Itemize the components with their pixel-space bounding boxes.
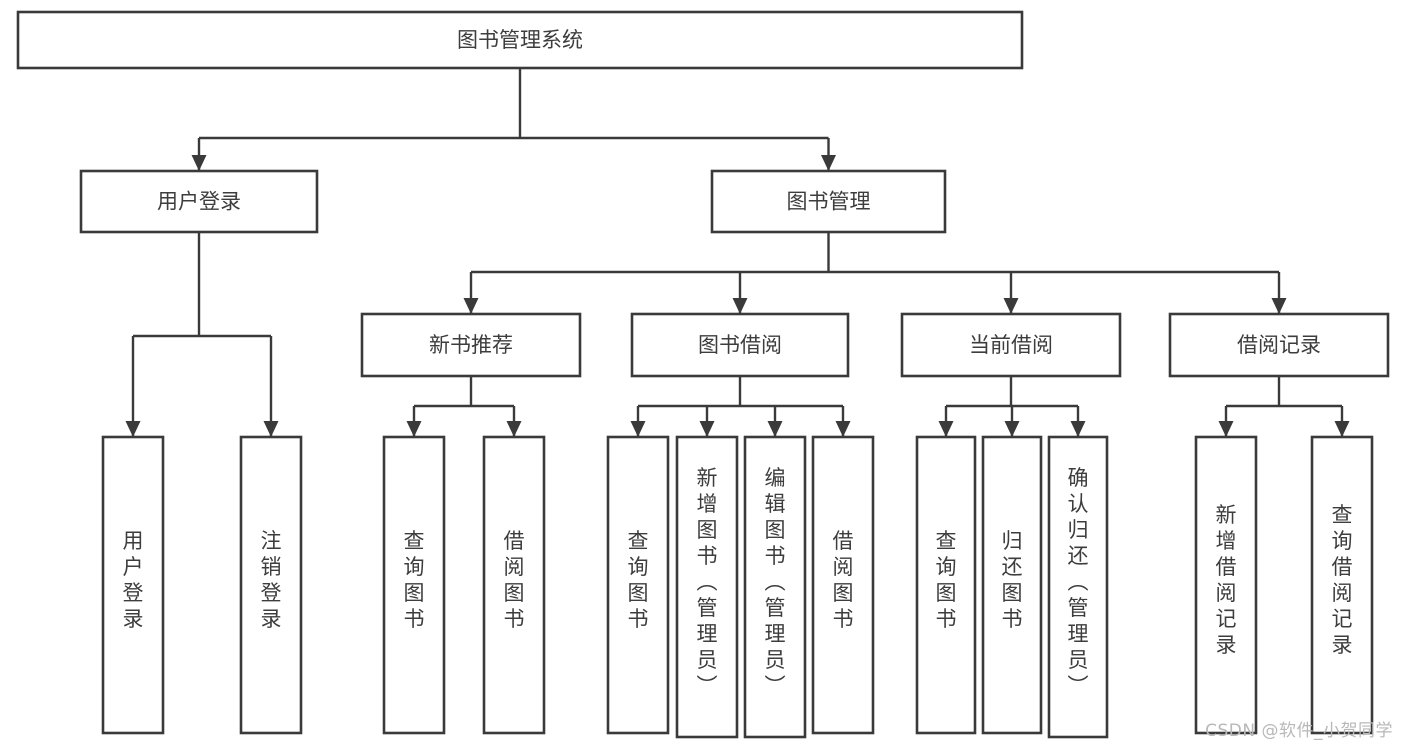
arrow-head-icon bbox=[1003, 298, 1019, 314]
node-box-leaf-query-borrow-record bbox=[1310, 435, 1374, 735]
connector-user-login bbox=[125, 232, 279, 437]
node-leaf-borrow-book-recommend[interactable]: 借阅图书 bbox=[482, 435, 546, 735]
node-label-leaf-user-login: 用户登录 bbox=[123, 529, 144, 631]
connector-root bbox=[191, 68, 836, 171]
node-box-leaf-query-book-borrow bbox=[606, 435, 670, 735]
node-label-leaf-query-book-current: 查询图书 bbox=[936, 529, 957, 631]
node-label-leaf-borrow-book-recommend: 借阅图书 bbox=[504, 529, 525, 631]
node-label-leaf-add-book-admin: 新增图书︵管理员︶ bbox=[697, 466, 718, 698]
node-label-leaf-borrow-book: 借阅图书 bbox=[833, 529, 854, 631]
arrow-head-icon bbox=[1004, 421, 1020, 437]
connector-book-borrow bbox=[630, 376, 851, 437]
node-box-user-login bbox=[79, 169, 319, 234]
node-root[interactable]: 图书管理系统 bbox=[16, 10, 1024, 70]
node-current-borrow[interactable]: 当前借阅 bbox=[900, 312, 1122, 378]
node-book-manage[interactable]: 图书管理 bbox=[710, 169, 947, 234]
node-leaf-query-borrow-record[interactable]: 查询借阅记录 bbox=[1310, 435, 1374, 735]
node-user-login[interactable]: 用户登录 bbox=[79, 169, 319, 234]
arrow-head-icon bbox=[506, 421, 522, 437]
connector-current-borrow bbox=[938, 376, 1086, 437]
arrow-head-icon bbox=[835, 421, 851, 437]
arrow-head-icon bbox=[630, 421, 646, 437]
node-leaf-add-book-admin[interactable]: 新增图书︵管理员︶ bbox=[675, 435, 739, 739]
node-box-root bbox=[16, 10, 1024, 70]
arrow-head-icon bbox=[406, 421, 422, 437]
node-leaf-add-borrow-record[interactable]: 新增借阅记录 bbox=[1194, 435, 1258, 735]
node-book-borrow[interactable]: 图书借阅 bbox=[630, 312, 850, 378]
connector-book-manage bbox=[463, 232, 1287, 314]
arrow-head-icon bbox=[263, 421, 279, 437]
node-box-leaf-logout bbox=[239, 435, 303, 735]
node-label-leaf-confirm-return-admin: 确认归还︵管理员︶ bbox=[1068, 466, 1089, 698]
node-label-current-borrow: 当前借阅 bbox=[969, 333, 1053, 357]
node-box-book-borrow bbox=[630, 312, 850, 378]
arrow-head-icon bbox=[767, 421, 783, 437]
node-leaf-return-book[interactable]: 归还图书 bbox=[981, 435, 1043, 735]
node-label-leaf-add-borrow-record: 新增借阅记录 bbox=[1216, 503, 1237, 657]
node-borrow-record[interactable]: 借阅记录 bbox=[1168, 312, 1390, 378]
arrow-head-icon bbox=[463, 298, 479, 314]
node-box-leaf-query-book-recommend bbox=[382, 435, 446, 735]
arrow-head-icon bbox=[938, 421, 954, 437]
node-box-leaf-add-borrow-record bbox=[1194, 435, 1258, 735]
arrow-head-icon bbox=[1271, 298, 1287, 314]
node-leaf-query-book-current[interactable]: 查询图书 bbox=[915, 435, 977, 735]
node-label-user-login: 用户登录 bbox=[157, 190, 241, 214]
node-box-new-book-recommend bbox=[360, 312, 582, 378]
node-label-new-book-recommend: 新书推荐 bbox=[429, 333, 513, 357]
node-box-leaf-borrow-book-recommend bbox=[482, 435, 546, 735]
node-label-leaf-return-book: 归还图书 bbox=[1002, 529, 1023, 631]
arrow-head-icon bbox=[1218, 421, 1234, 437]
node-layer: 图书管理系统用户登录图书管理新书推荐图书借阅当前借阅借阅记录用户登录注销登录查询… bbox=[16, 10, 1390, 739]
node-box-leaf-query-book-current bbox=[915, 435, 977, 735]
node-box-leaf-edit-book-admin bbox=[743, 435, 807, 739]
node-leaf-logout[interactable]: 注销登录 bbox=[239, 435, 303, 735]
node-label-leaf-logout: 注销登录 bbox=[261, 529, 282, 631]
node-new-book-recommend[interactable]: 新书推荐 bbox=[360, 312, 582, 378]
node-box-book-manage bbox=[710, 169, 947, 234]
node-leaf-user-login[interactable]: 用户登录 bbox=[101, 435, 165, 735]
arrow-head-icon bbox=[125, 421, 141, 437]
connector-borrow-record bbox=[1218, 376, 1350, 437]
node-box-leaf-user-login bbox=[101, 435, 165, 735]
node-box-leaf-add-book-admin bbox=[675, 435, 739, 739]
node-label-book-borrow: 图书借阅 bbox=[698, 333, 782, 357]
node-leaf-query-book-borrow[interactable]: 查询图书 bbox=[606, 435, 670, 735]
node-box-leaf-borrow-book bbox=[811, 435, 875, 735]
node-label-borrow-record: 借阅记录 bbox=[1237, 333, 1321, 357]
node-label-leaf-query-borrow-record: 查询借阅记录 bbox=[1332, 503, 1353, 657]
node-label-leaf-query-book-recommend: 查询图书 bbox=[404, 529, 425, 631]
node-leaf-borrow-book[interactable]: 借阅图书 bbox=[811, 435, 875, 735]
arrow-head-icon bbox=[821, 155, 836, 171]
node-label-root: 图书管理系统 bbox=[457, 28, 583, 52]
node-label-leaf-query-book-borrow: 查询图书 bbox=[628, 529, 649, 631]
node-label-leaf-edit-book-admin: 编辑图书︵管理员︶ bbox=[765, 466, 786, 698]
node-box-leaf-return-book bbox=[981, 435, 1043, 735]
arrow-head-icon bbox=[1070, 421, 1086, 437]
arrow-head-icon bbox=[699, 421, 715, 437]
node-label-book-manage: 图书管理 bbox=[787, 190, 871, 214]
node-box-leaf-confirm-return-admin bbox=[1047, 435, 1109, 739]
node-leaf-edit-book-admin[interactable]: 编辑图书︵管理员︶ bbox=[743, 435, 807, 739]
connector-new-book-recommend bbox=[406, 376, 522, 437]
node-leaf-query-book-recommend[interactable]: 查询图书 bbox=[382, 435, 446, 735]
connector-layer bbox=[125, 68, 1350, 437]
node-box-borrow-record bbox=[1168, 312, 1390, 378]
arrow-head-icon bbox=[191, 155, 207, 171]
arrow-head-icon bbox=[1334, 421, 1350, 437]
arrow-head-icon bbox=[732, 298, 748, 314]
node-box-current-borrow bbox=[900, 312, 1122, 378]
node-leaf-confirm-return-admin[interactable]: 确认归还︵管理员︶ bbox=[1047, 435, 1109, 739]
watermark-credit: CSDN @软件_小贺同学 bbox=[1205, 721, 1393, 741]
